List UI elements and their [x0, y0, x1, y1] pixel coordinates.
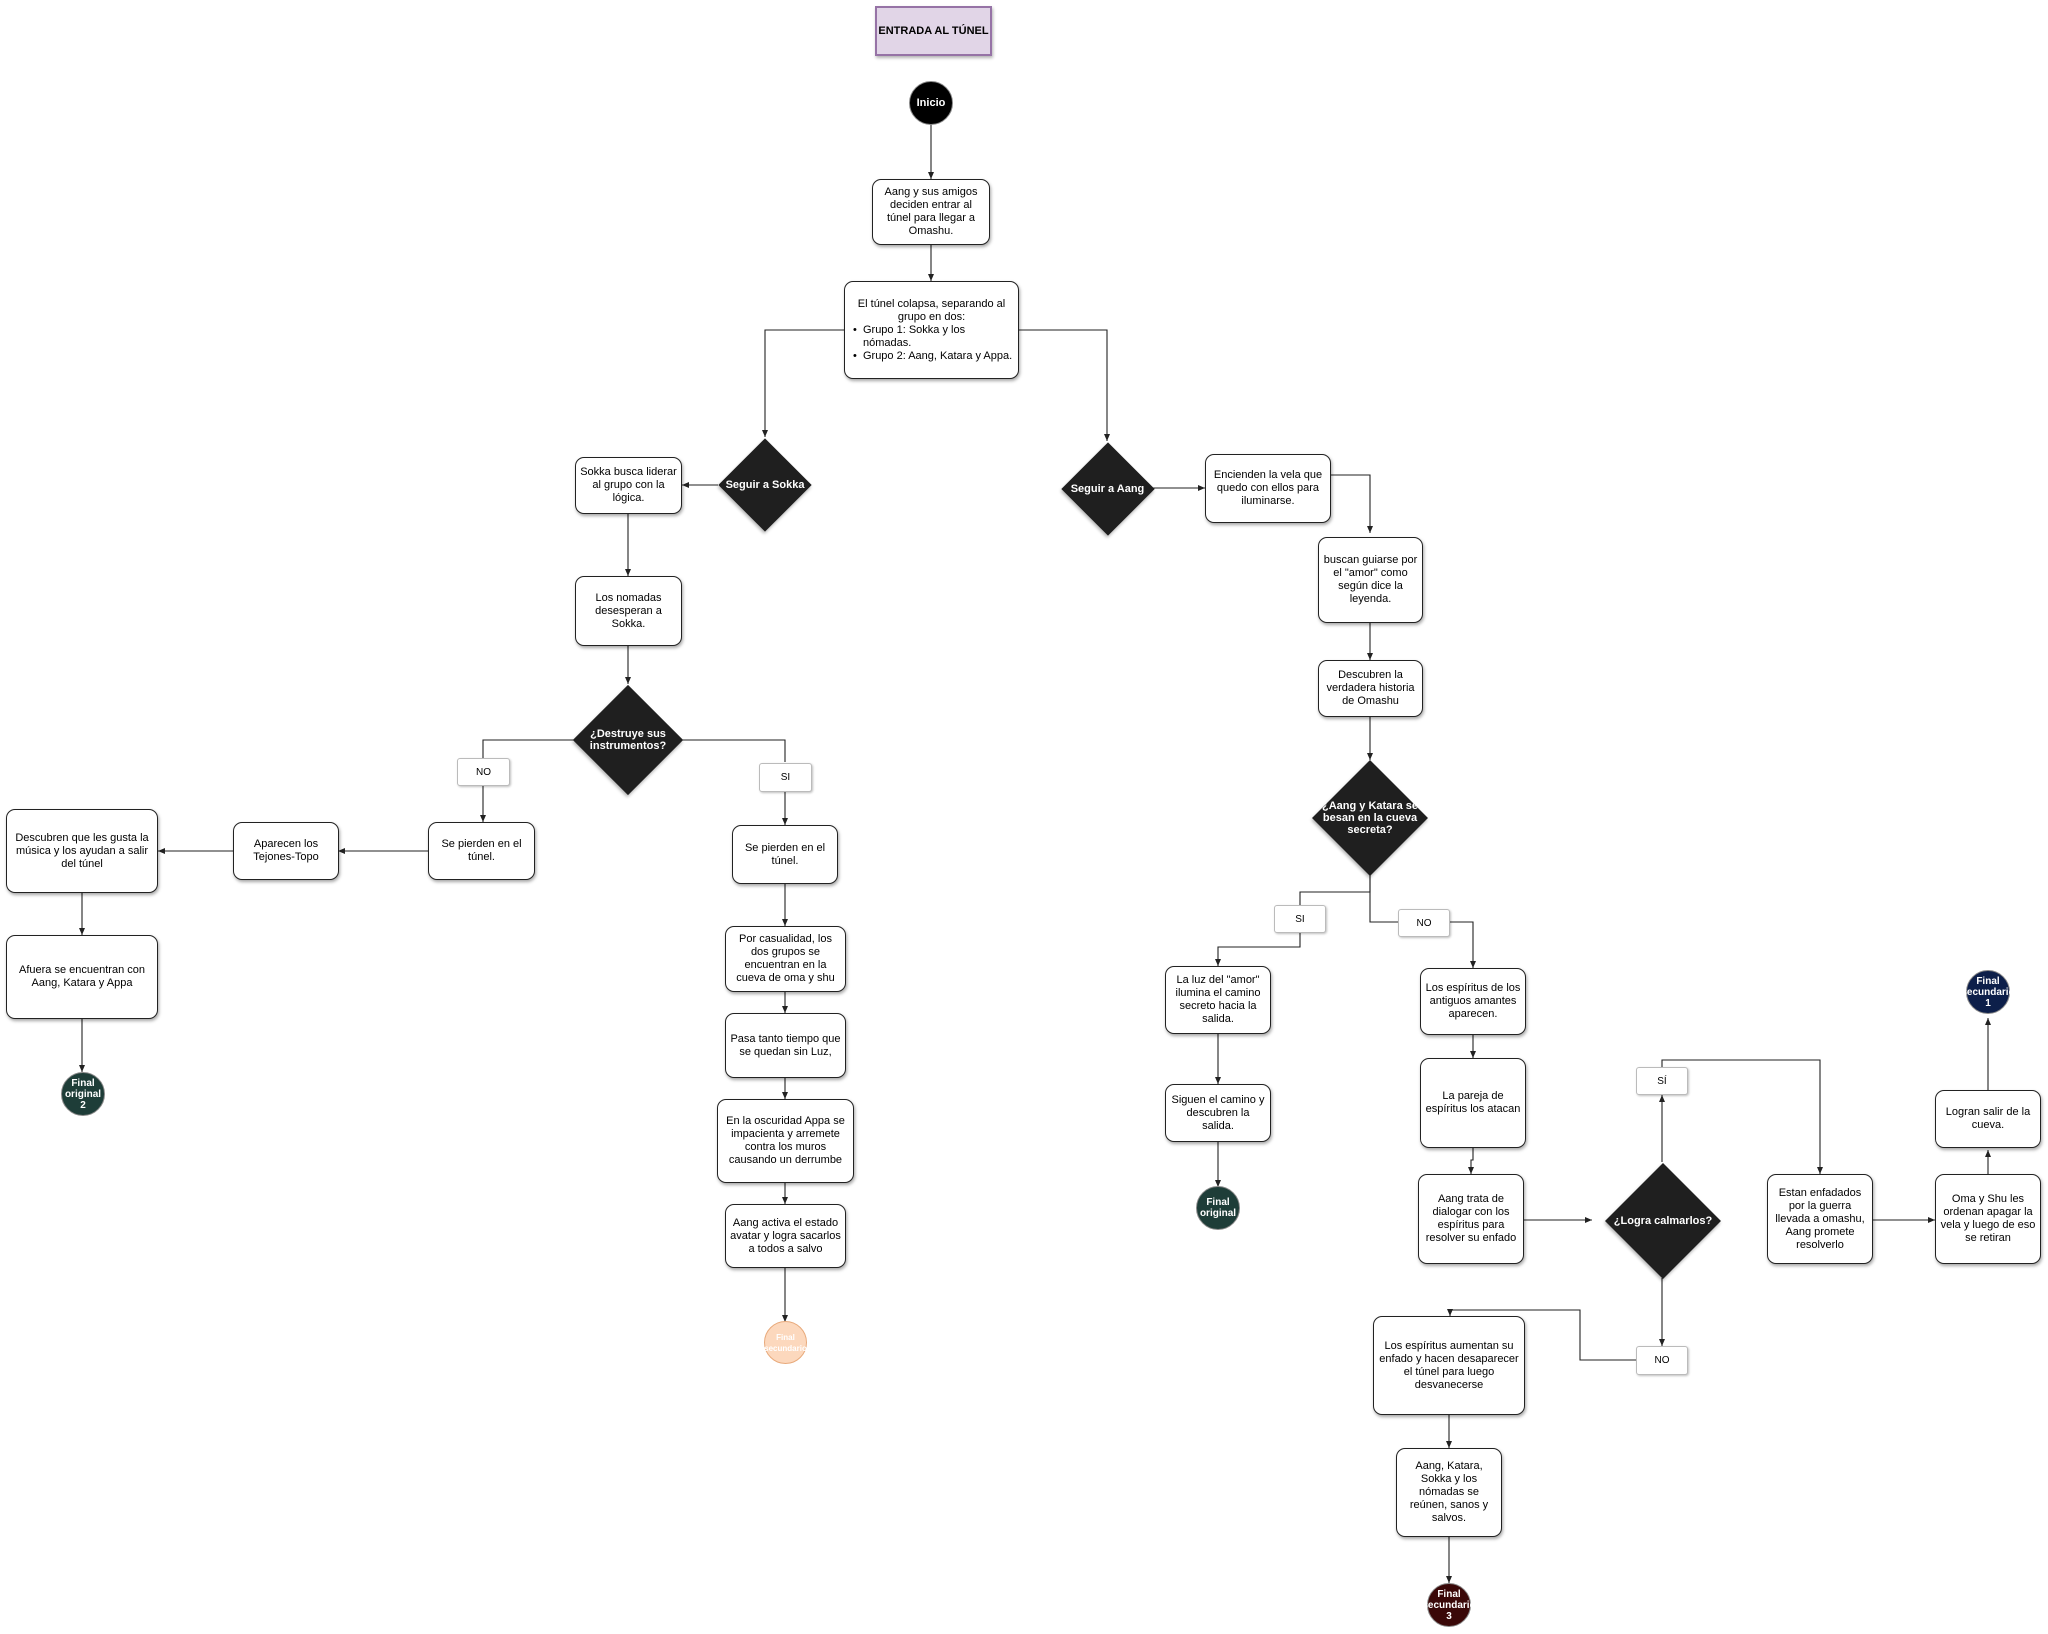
- end-original-2: Final original 2: [61, 1072, 105, 1116]
- label-no-calm: NO: [1636, 1346, 1688, 1375]
- edge-lblno-cno1: [1447, 1309, 1636, 1361]
- end-secondary-1: Final secundario 1: [1961, 970, 2015, 1014]
- end-peach: Final secundario: [764, 1321, 807, 1364]
- edge-lblno-ano1: [1447, 921, 1476, 968]
- collapse-intro: El túnel colapsa, separando al grupo en …: [857, 297, 1006, 323]
- edge-lblsi-csi1: [1661, 1059, 1823, 1174]
- step-sokka-logic: Sokka busca liderar al grupo con la lógi…: [575, 457, 682, 514]
- step-appa-collapse: En la oscuridad Appa se impacienta y arr…: [717, 1099, 854, 1183]
- edge-dbesan-lblno: [1369, 874, 1398, 923]
- step-leave-cave: Logran salir de la cueva.: [1935, 1090, 2041, 1148]
- step-tunnel-collapse: El túnel colapsa, separando al grupo en …: [844, 281, 1019, 379]
- edge-n2-daang: [1018, 329, 1110, 441]
- collapse-group-2: • Grupo 2: Aang, Katara y Appa.: [853, 349, 1013, 362]
- collapse-group-1: • Grupo 1: Sokka y los nómadas.: [853, 323, 966, 349]
- label-no-destroy: NO: [457, 758, 510, 786]
- step-true-history: Descubren la verdadera historia de Omash…: [1318, 660, 1423, 717]
- label-yes-calm: SÍ: [1636, 1067, 1688, 1095]
- edge-a1-a2: [1330, 474, 1373, 533]
- step-enter-tunnel: Aang y sus amigos deciden entrar al túne…: [872, 179, 990, 245]
- step-groups-meet: Por casualidad, los dos grupos se encuen…: [725, 926, 846, 992]
- step-avatar-state: Aang activa el estado avatar y logra sac…: [725, 1204, 846, 1268]
- start-node: Inicio: [909, 81, 953, 125]
- step-spirits-appear: Los espíritus de los antiguos amantes ap…: [1420, 968, 1526, 1035]
- decision-destroy-instruments-label: ¿Destruye sus instrumentos?: [589, 728, 667, 752]
- decision-follow-aang: Seguir a Aang: [1060, 440, 1155, 538]
- step-love-light-path: La luz del "amor" ilumina el camino secr…: [1165, 966, 1271, 1034]
- step-guided-by-love: buscan guiarse por el "amor" como según …: [1318, 537, 1423, 623]
- end-original: Final original: [1196, 1186, 1240, 1230]
- end-secondary-3: Final secundario 3: [1422, 1583, 1476, 1627]
- decision-follow-sokka: Seguir a Sokka: [718, 437, 812, 533]
- collapse-text: El túnel colapsa, separando al grupo en …: [849, 298, 1014, 363]
- diagram-title: ENTRADA AL TÚNEL: [875, 6, 992, 56]
- edge-n2-dsokka: [762, 329, 845, 437]
- step-badger-moles: Aparecen los Tejones-Topo: [233, 822, 339, 880]
- step-find-exit: Siguen el camino y descubren la salida.: [1165, 1084, 1271, 1142]
- edge-ddestruye-lblsi: [682, 739, 786, 762]
- decision-follow-aang-label: Seguir a Aang: [1070, 483, 1145, 495]
- collapse-group-2-text: Grupo 2: Aang, Katara y Appa.: [862, 349, 1013, 362]
- step-spirits-attack: La pareja de espíritus los atacan: [1420, 1058, 1526, 1148]
- decision-calm: ¿Logra calmarlos?: [1592, 1162, 1734, 1280]
- decision-calm-label: ¿Logra calmarlos?: [1613, 1215, 1713, 1227]
- step-meet-outside: Afuera se encuentran con Aang, Katara y …: [6, 935, 158, 1019]
- decision-destroy-instruments: ¿Destruye sus instrumentos?: [572, 684, 684, 796]
- edge-ddestruye-lblno: [482, 739, 574, 758]
- label-yes-destroy: SI: [759, 763, 812, 792]
- decision-kiss: ¿Aang y Katara se besan en la cueva secr…: [1303, 759, 1437, 876]
- step-lost-tunnel-si: Se pierden en el túnel.: [732, 825, 838, 884]
- decision-kiss-label: ¿Aang y Katara se besan en la cueva secr…: [1322, 799, 1418, 836]
- step-put-out-candle: Oma y Shu les ordenan apagar la vela y l…: [1935, 1174, 2041, 1264]
- step-nomads-despair: Los nomadas desesperan a Sokka.: [575, 576, 682, 646]
- decision-follow-sokka-label: Seguir a Sokka: [725, 479, 805, 491]
- edge-dbesan-lblsi: [1299, 874, 1371, 905]
- step-light-candle: Encienden la vela que quedo con ellos pa…: [1205, 454, 1331, 523]
- step-spirits-vanish: Los espíritus aumentan su enfado y hacen…: [1373, 1316, 1525, 1415]
- edge-ano2-ano3: [1468, 1148, 1474, 1174]
- collapse-group-1-text: Grupo 1: Sokka y los nómadas.: [862, 323, 966, 349]
- label-no-kiss: NO: [1398, 909, 1450, 937]
- step-reunited: Aang, Katara, Sokka y los nómadas se reú…: [1396, 1448, 1502, 1537]
- step-no-light: Pasa tanto tiempo que se quedan sin Luz,: [725, 1013, 846, 1078]
- step-dialogue-spirits: Aang trata de dialogar con los espíritus…: [1418, 1174, 1524, 1264]
- step-music-help: Descubren que les gusta la música y los …: [6, 809, 158, 893]
- step-lost-tunnel-no: Se pierden en el túnel.: [428, 822, 535, 880]
- edge-lblsi-asi1: [1215, 933, 1301, 966]
- step-angry-war: Estan enfadados por la guerra llevada a …: [1767, 1174, 1873, 1264]
- label-yes-kiss: SI: [1274, 905, 1326, 933]
